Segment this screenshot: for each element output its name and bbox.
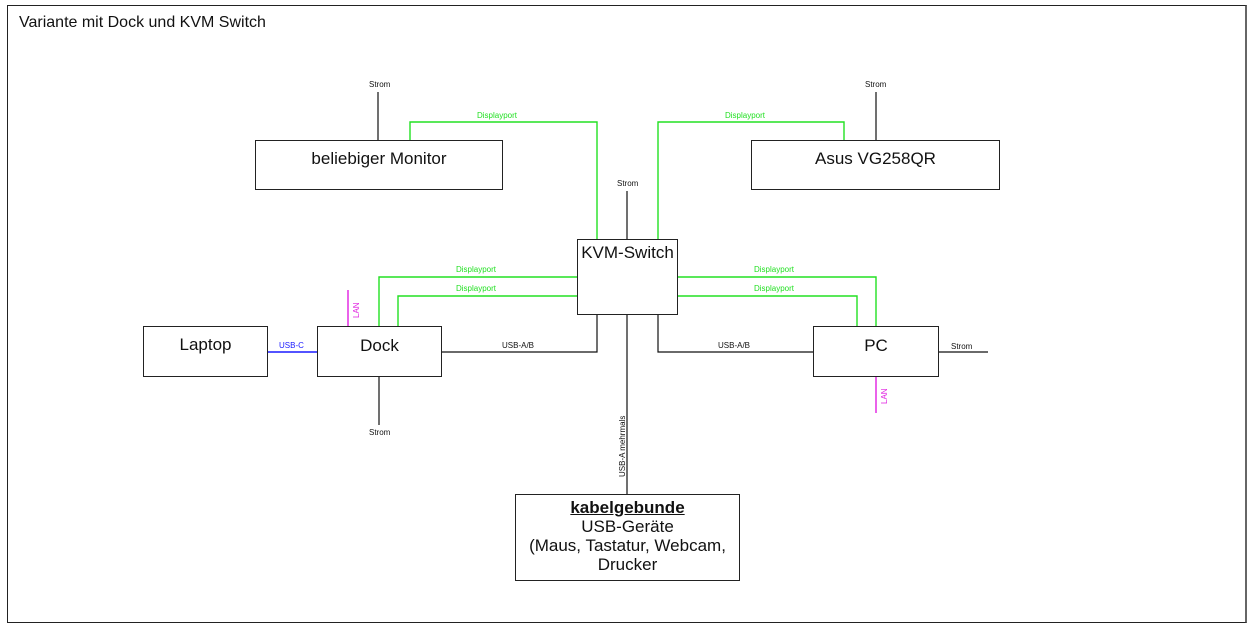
displayport-line-pc-1 bbox=[677, 276, 877, 326]
usb-devices-line2: (Maus, Tastatur, Webcam, bbox=[529, 536, 726, 555]
monitor-right-box: Asus VG258QR bbox=[751, 140, 1000, 190]
displayport-label-pc-2: Displayport bbox=[754, 284, 795, 293]
usb-ab-line-dock bbox=[441, 315, 598, 353]
usb-devices-heading: kabelgebunde bbox=[570, 498, 685, 517]
usb-a-multi-label: USB-A mehrmals bbox=[618, 415, 627, 477]
displayport-line-dock-2 bbox=[397, 295, 578, 326]
dock-box: Dock bbox=[317, 326, 442, 377]
kvm-switch-label: KVM-Switch bbox=[581, 243, 674, 262]
laptop-label: Laptop bbox=[179, 335, 232, 354]
displayport-label-monitor-left: Displayport bbox=[477, 111, 518, 120]
usb-ab-label-dock: USB-A/B bbox=[502, 341, 535, 350]
usb-devices-box: kabelgebunde USB-Geräte (Maus, Tastatur,… bbox=[515, 494, 740, 581]
monitor-left-box: beliebiger Monitor bbox=[255, 140, 503, 190]
usb-c-label: USB-C bbox=[279, 341, 304, 350]
diagram-frame bbox=[7, 5, 1247, 623]
displayport-line-pc-2 bbox=[677, 295, 858, 326]
strom-label-monitor-left: Strom bbox=[369, 80, 391, 89]
displayport-label-pc-1: Displayport bbox=[754, 265, 795, 274]
displayport-label-monitor-right: Displayport bbox=[725, 111, 766, 120]
monitor-left-label: beliebiger Monitor bbox=[311, 149, 447, 168]
diagram-title: Variante mit Dock und KVM Switch bbox=[19, 14, 266, 31]
kvm-switch-box: KVM-Switch bbox=[577, 239, 678, 315]
lan-label-dock: LAN bbox=[352, 302, 361, 318]
usb-devices-line1: USB-Geräte bbox=[581, 517, 674, 536]
usb-devices-line3: Drucker bbox=[597, 555, 658, 574]
strom-label-kvm: Strom bbox=[617, 179, 639, 188]
usb-ab-label-pc: USB-A/B bbox=[718, 341, 751, 350]
strom-label-dock: Strom bbox=[369, 428, 391, 437]
lan-label-pc: LAN bbox=[880, 388, 889, 404]
usb-ab-line-pc bbox=[657, 315, 813, 353]
pc-label: PC bbox=[864, 336, 888, 355]
displayport-label-dock-1: Displayport bbox=[456, 265, 497, 274]
strom-label-monitor-right: Strom bbox=[865, 80, 887, 89]
laptop-box: Laptop bbox=[143, 326, 268, 377]
strom-label-pc: Strom bbox=[951, 342, 973, 351]
displayport-line-dock-1 bbox=[378, 276, 578, 326]
displayport-line-monitor-left bbox=[409, 121, 598, 239]
displayport-label-dock-2: Displayport bbox=[456, 284, 497, 293]
dock-label: Dock bbox=[360, 336, 399, 355]
monitor-right-label: Asus VG258QR bbox=[815, 149, 936, 168]
displayport-line-monitor-right bbox=[657, 121, 845, 239]
pc-box: PC bbox=[813, 326, 939, 377]
